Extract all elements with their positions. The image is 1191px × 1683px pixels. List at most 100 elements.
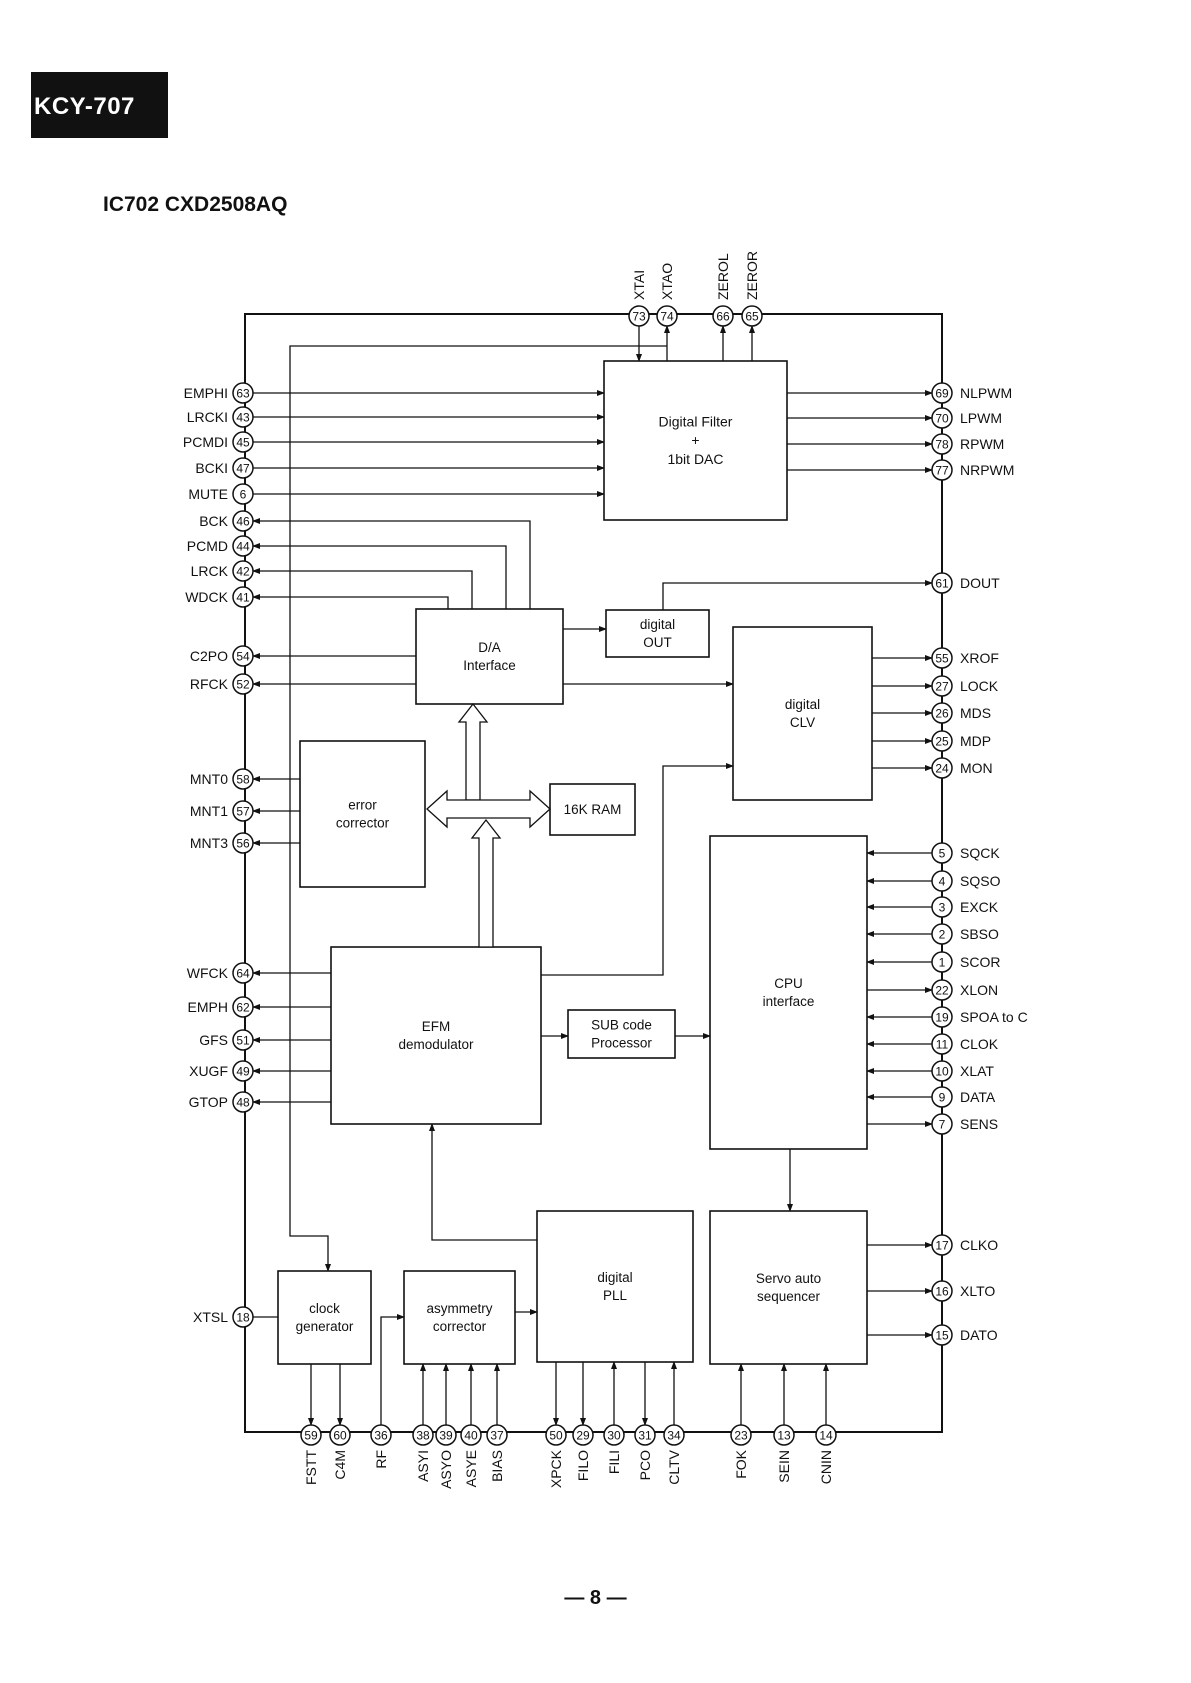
pin-label: XTAI — [631, 270, 647, 300]
pin-number: 62 — [236, 1001, 250, 1015]
pin-number: 30 — [607, 1429, 621, 1443]
pin-number: 36 — [374, 1429, 388, 1443]
pin-number: 24 — [935, 762, 949, 776]
pin-right-16 — [931, 1280, 953, 1302]
pin-label: NRPWM — [960, 462, 1014, 478]
signal-line — [252, 518, 531, 609]
page-title: IC702 CXD2508AQ — [103, 193, 288, 216]
pin-label: SEIN — [776, 1450, 792, 1483]
pin-label: SBSO — [960, 926, 999, 942]
pin-bottom-40 — [460, 1424, 482, 1446]
block-ram-label: 16K RAM — [564, 802, 622, 817]
pin-label: MNT3 — [190, 835, 228, 851]
pin-label: RPWM — [960, 436, 1004, 452]
pin-number: 48 — [236, 1096, 250, 1110]
block-servo — [709, 1210, 868, 1365]
pin-label: C2PO — [190, 648, 228, 664]
block-dfilter — [603, 360, 788, 521]
pin-label: ASYI — [415, 1450, 431, 1482]
pin-number: 45 — [236, 436, 250, 450]
pin-left-48 — [232, 1091, 254, 1113]
pin-label: NLPWM — [960, 385, 1012, 401]
block-clv-label: digital — [785, 697, 820, 712]
pin-left-51 — [232, 1029, 254, 1051]
pin-number: 73 — [632, 310, 646, 324]
pin-left-6 — [232, 483, 254, 505]
pin-right-70 — [931, 407, 953, 429]
pin-number: 60 — [333, 1429, 347, 1443]
pin-right-9 — [931, 1086, 953, 1108]
pin-bottom-50 — [545, 1424, 567, 1446]
pin-number: 78 — [935, 438, 949, 452]
bus-arrow — [426, 789, 551, 829]
pin-left-46 — [232, 510, 254, 532]
pin-left-41 — [232, 586, 254, 608]
pin-number: 5 — [939, 847, 946, 861]
pin-number: 38 — [416, 1429, 430, 1443]
pin-number: 77 — [935, 464, 949, 478]
pin-label: LPWM — [960, 410, 1002, 426]
pin-label: MDP — [960, 733, 991, 749]
pin-number: 2 — [939, 928, 946, 942]
pin-left-57 — [232, 800, 254, 822]
pin-number: 59 — [304, 1429, 318, 1443]
pin-number: 57 — [236, 805, 250, 819]
pin-number: 74 — [660, 310, 674, 324]
pin-left-18 — [232, 1306, 254, 1328]
pin-label: SQCK — [960, 845, 1000, 861]
signal-line — [252, 594, 449, 609]
pin-number: 9 — [939, 1091, 946, 1105]
pin-number: 37 — [490, 1429, 504, 1443]
pin-right-26 — [931, 702, 953, 724]
pin-bottom-29 — [572, 1424, 594, 1446]
pin-number: 1 — [939, 956, 946, 970]
pin-left-54 — [232, 645, 254, 667]
pin-number: 13 — [777, 1429, 791, 1443]
pin-number: 44 — [236, 540, 250, 554]
model-tag: KCY-707 — [31, 72, 168, 138]
pin-number: 51 — [236, 1034, 250, 1048]
pin-number: 41 — [236, 591, 250, 605]
pin-number: 49 — [236, 1065, 250, 1079]
pin-label: SQSO — [960, 873, 1001, 889]
block-asym — [403, 1270, 516, 1365]
pin-label: CLOK — [960, 1036, 999, 1052]
pin-label: LRCK — [191, 563, 229, 579]
pin-label: PCMD — [187, 538, 228, 554]
pin-number: 50 — [549, 1429, 563, 1443]
block-clv — [732, 626, 873, 801]
pin-label: PCMDI — [183, 434, 228, 450]
block-cpu-label: interface — [763, 994, 815, 1009]
pin-number: 42 — [236, 565, 250, 579]
pin-number: 70 — [935, 412, 949, 426]
pin-label: CNIN — [818, 1450, 834, 1484]
pin-label: XROF — [960, 650, 999, 666]
pin-bottom-31 — [634, 1424, 656, 1446]
pin-label: XTAO — [659, 263, 675, 300]
pin-left-52 — [232, 673, 254, 695]
pin-label: SCOR — [960, 954, 1000, 970]
pin-number: 31 — [638, 1429, 652, 1443]
pin-label: XLON — [960, 982, 998, 998]
pin-top-74 — [656, 305, 678, 327]
pin-bottom-36 — [370, 1424, 392, 1446]
pin-label: MNT0 — [190, 771, 228, 787]
pin-label: MON — [960, 760, 993, 776]
block-dfilter-label: + — [691, 432, 699, 448]
pin-label: DATA — [960, 1089, 996, 1105]
pin-label: LRCKI — [187, 409, 228, 425]
pin-label: FILO — [575, 1450, 591, 1481]
block-da-label: D/A — [478, 640, 501, 655]
pin-label: FILI — [606, 1450, 622, 1474]
pin-number: 65 — [745, 310, 759, 324]
pin-left-49 — [232, 1060, 254, 1082]
pin-top-65 — [741, 305, 763, 327]
pin-number: 39 — [439, 1429, 453, 1443]
pin-right-17 — [931, 1234, 953, 1256]
block-da-label: Interface — [463, 658, 516, 673]
pin-label: MNT1 — [190, 803, 228, 819]
signal-line — [541, 763, 734, 976]
pin-right-11 — [931, 1033, 953, 1055]
pin-label: FSTT — [303, 1450, 319, 1485]
pin-right-69 — [931, 382, 953, 404]
